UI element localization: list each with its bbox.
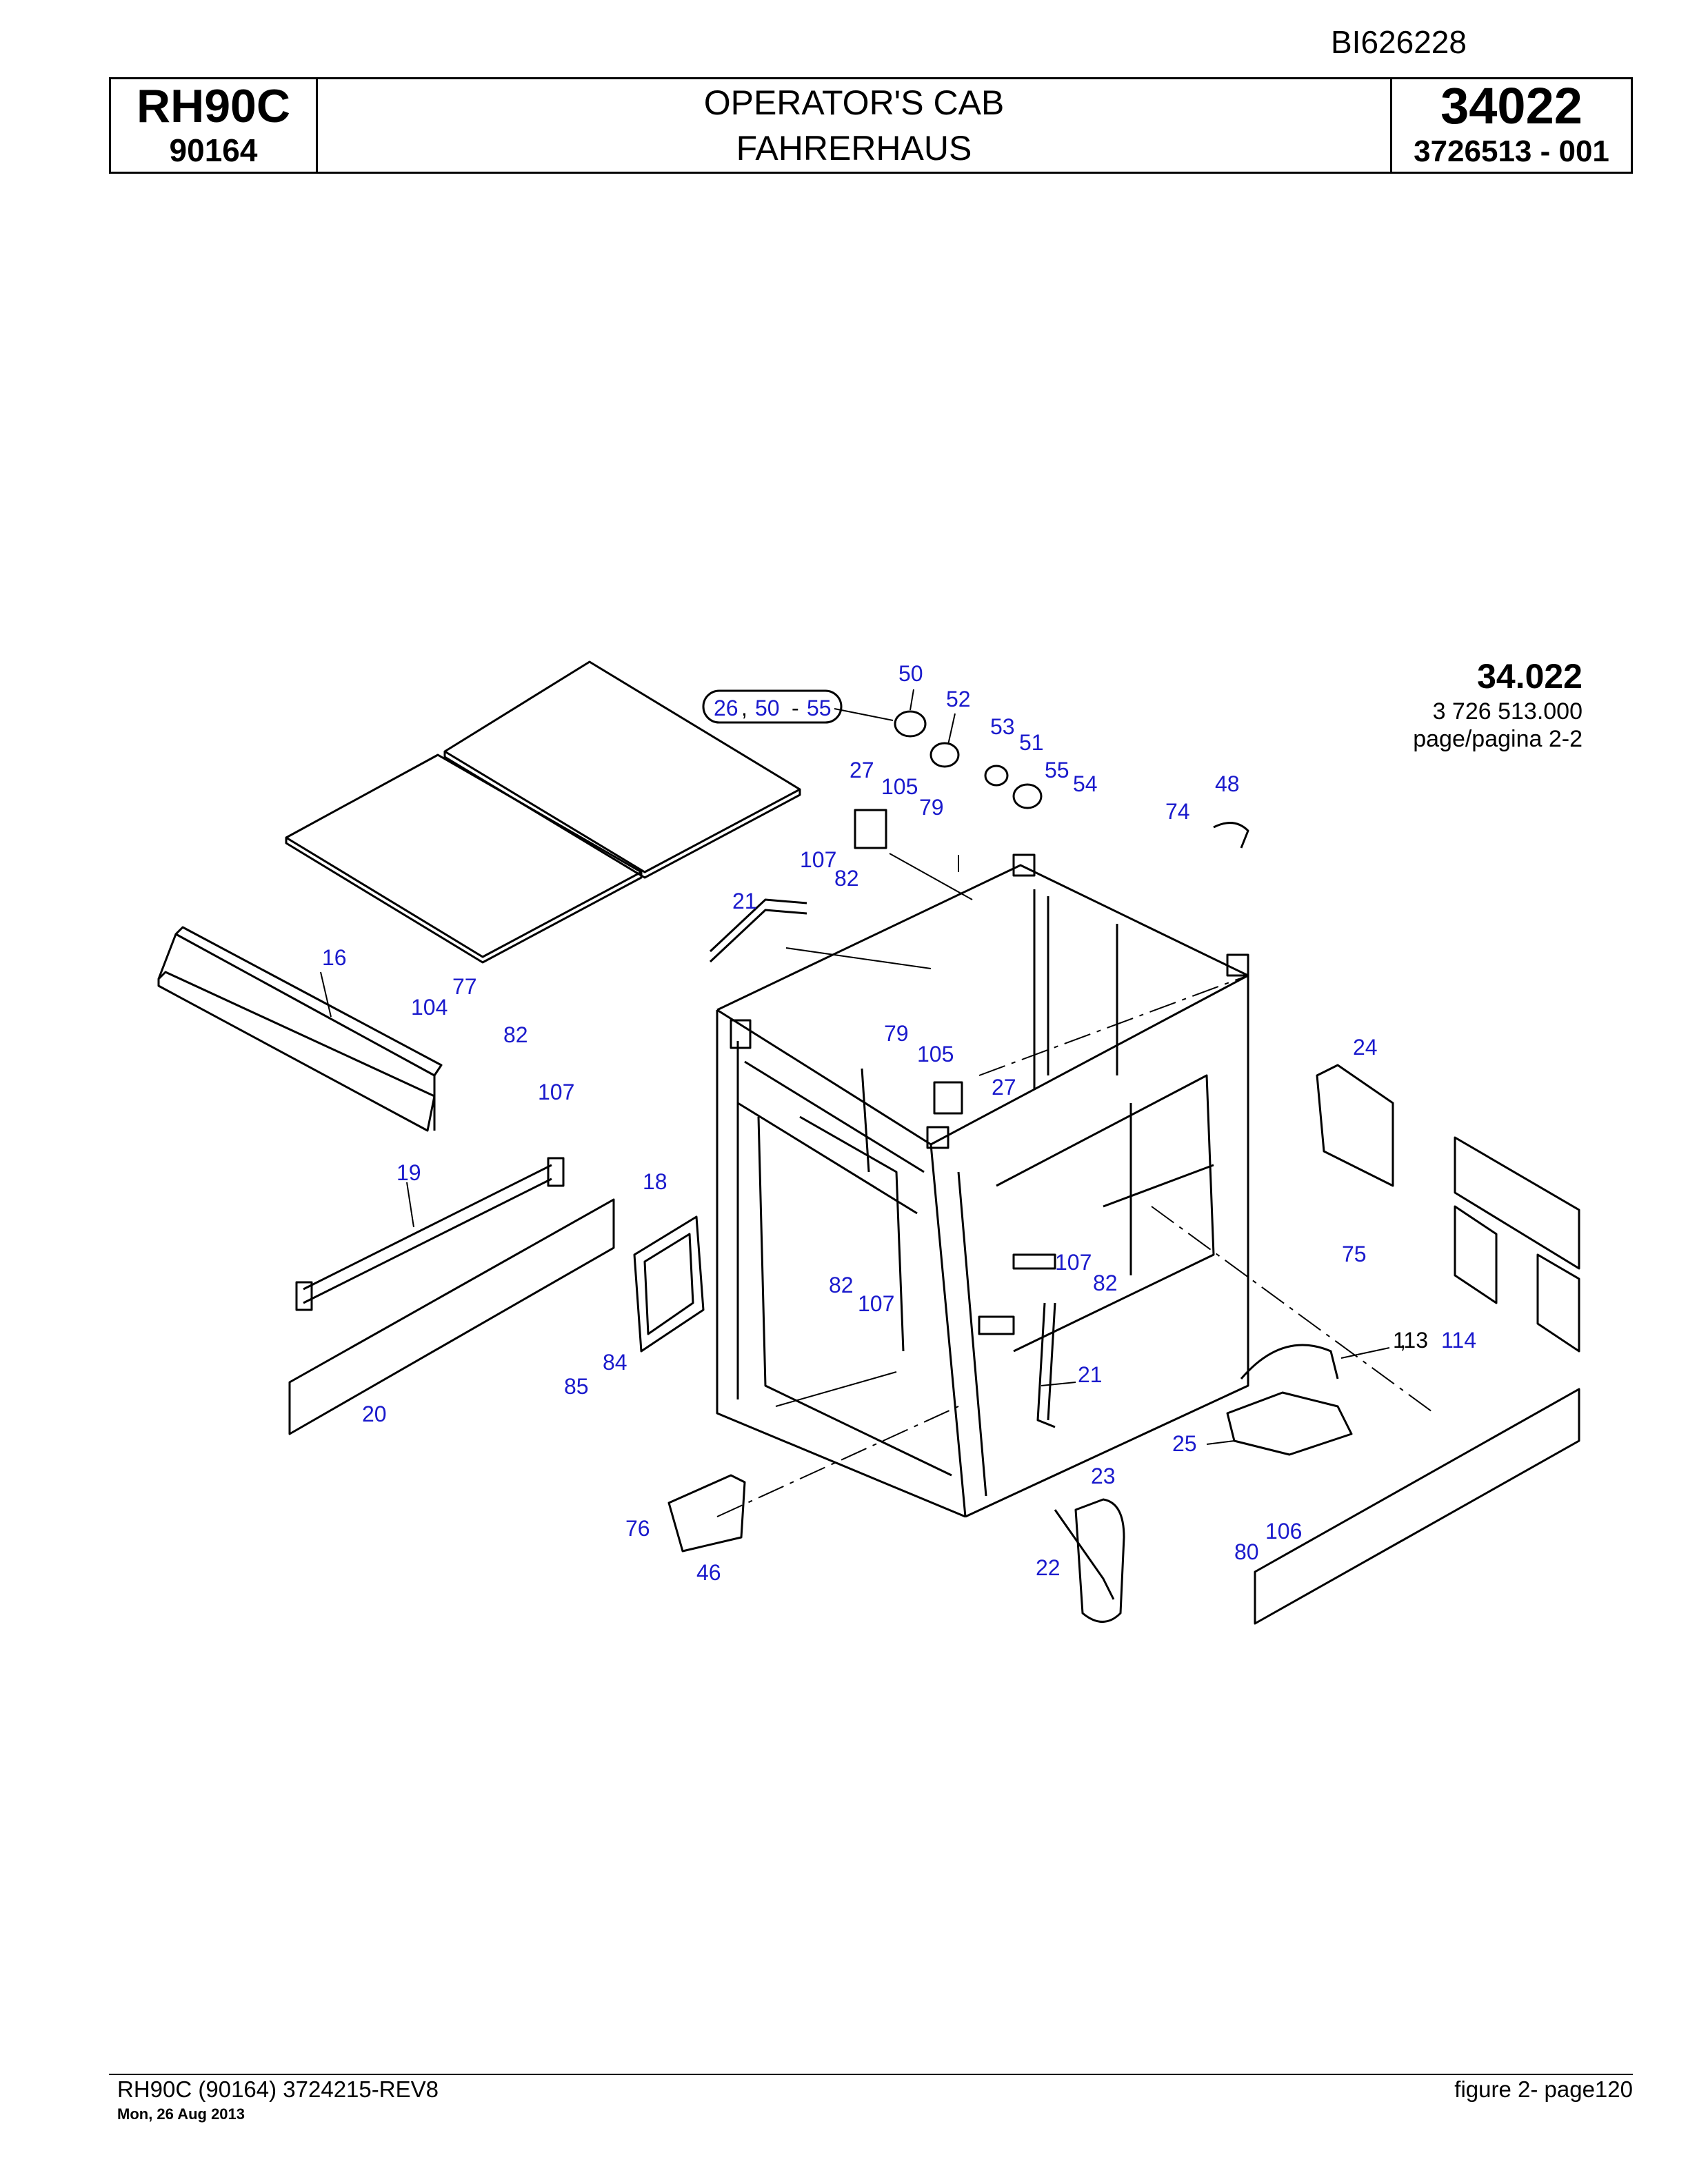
serial-number: 90164	[169, 132, 258, 168]
leader-lines	[320, 689, 1435, 1517]
callout-77: 77	[452, 974, 477, 999]
callout-107: 107	[800, 847, 836, 872]
callout-76: 76	[625, 1516, 650, 1541]
callout-75: 75	[1342, 1242, 1367, 1266]
footer-page: figure 2- page120	[1454, 2076, 1633, 2102]
title-cell: OPERATOR'S CAB FAHRERHAUS	[318, 79, 1392, 172]
callout-113: 113	[1393, 1328, 1428, 1353]
part-24-plate	[1316, 1064, 1394, 1187]
callout-50: 50	[898, 661, 923, 686]
callout-82: 82	[834, 866, 859, 891]
callout-79: 79	[884, 1021, 909, 1046]
svg-text:26: 26	[714, 696, 738, 720]
callout-24: 24	[1353, 1035, 1378, 1060]
svg-text:,: ,	[741, 696, 747, 720]
callout-80: 80	[1234, 1539, 1259, 1564]
svg-text:50: 50	[755, 696, 780, 720]
side-panels-right	[1454, 1136, 1580, 1353]
footer-date: Mon, 26 Aug 2013	[117, 2105, 245, 2123]
exploded-parts-diagram: 26 , 50 - 55 505253515554487427105791078…	[157, 660, 1580, 1625]
callout-85: 85	[564, 1374, 589, 1399]
callout-20: 20	[362, 1402, 387, 1426]
callout-53: 53	[990, 714, 1015, 739]
callout-22: 22	[1036, 1555, 1061, 1580]
part-19-rod	[295, 1157, 565, 1311]
callout-82: 82	[1093, 1271, 1118, 1295]
callout-48: 48	[1215, 771, 1240, 796]
part-23-mirror	[1054, 1498, 1125, 1623]
callout-27: 27	[850, 758, 874, 782]
title-block: RH90C 90164 OPERATOR'S CAB FAHRERHAUS 34…	[109, 77, 1633, 174]
callout-54: 54	[1073, 771, 1098, 796]
callout-105: 105	[917, 1042, 954, 1066]
part-number: 3726513 - 001	[1414, 134, 1609, 168]
cab-frame	[716, 853, 1249, 1518]
title-english: OPERATOR'S CAB	[703, 83, 1005, 122]
part-25-seat	[1226, 1344, 1353, 1456]
callout-105: 105	[881, 774, 918, 799]
callout-79: 79	[919, 795, 944, 820]
callout-18: 18	[643, 1169, 667, 1194]
callout-84: 84	[603, 1350, 627, 1375]
callout-107: 107	[538, 1080, 574, 1104]
part-46-box	[667, 1474, 746, 1553]
roof-panel-front	[285, 754, 643, 964]
callout-104: 104	[411, 995, 448, 1020]
figure-info: 34.022 3 726 513.000 page/pagina 2-2	[1310, 655, 1582, 753]
handles	[709, 898, 1056, 1428]
callout-23: 23	[1091, 1464, 1116, 1488]
part-18-window	[633, 1215, 705, 1353]
figure-number: 34.022	[1477, 657, 1582, 696]
footer-document-id: RH90C (90164) 3724215-REV8	[117, 2076, 439, 2102]
callout-52: 52	[946, 687, 971, 711]
callout-106: 106	[1265, 1519, 1302, 1544]
callout-55: 55	[1045, 758, 1069, 782]
model-cell: RH90C 90164	[111, 79, 318, 172]
callout-27: 27	[992, 1075, 1016, 1100]
callout-16: 16	[322, 945, 347, 970]
document-code: BI626228	[1331, 24, 1467, 60]
part-16-rail	[157, 926, 443, 1132]
group-number: 34022	[1440, 77, 1582, 134]
callout-51: 51	[1019, 730, 1044, 755]
group-label-26-50-55: 26 , 50 - 55	[702, 689, 843, 724]
callout-113-separator: ,	[1400, 1328, 1406, 1353]
callout-107: 107	[1055, 1250, 1092, 1275]
title-german: FAHRERHAUS	[736, 129, 972, 168]
footer-rule	[109, 2074, 1633, 2075]
callout-25: 25	[1172, 1431, 1197, 1456]
figure-reference: 3 726 513.000	[1432, 698, 1582, 725]
callout-46: 46	[696, 1560, 721, 1585]
callout-19: 19	[396, 1160, 421, 1185]
panel-lower-left	[288, 1198, 615, 1435]
callout-21: 21	[1078, 1362, 1103, 1387]
callout-21: 21	[732, 889, 757, 913]
callout-82: 82	[829, 1273, 854, 1297]
panel-lower-right	[1254, 1388, 1580, 1625]
callout-114: 114	[1441, 1328, 1476, 1353]
callout-74: 74	[1165, 799, 1190, 824]
figure-page: page/pagina 2-2	[1413, 726, 1582, 752]
group-cell: 34022 3726513 - 001	[1392, 79, 1631, 172]
svg-text:55: 55	[807, 696, 832, 720]
model-name: RH90C	[137, 80, 290, 132]
callout-107: 107	[858, 1291, 894, 1316]
roof-panel-rear	[443, 660, 801, 879]
small-hardware	[854, 710, 1249, 1115]
callout-82: 82	[503, 1022, 528, 1047]
svg-text:-: -	[792, 696, 799, 720]
